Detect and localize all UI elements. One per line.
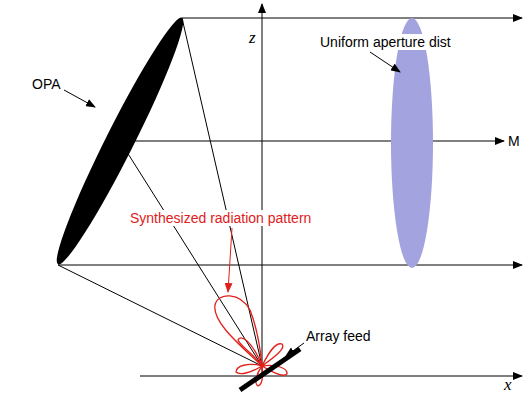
axis-label: z bbox=[247, 30, 258, 46]
pattern-leader bbox=[228, 228, 232, 292]
radiation-pattern bbox=[215, 296, 287, 386]
part-label: M bbox=[508, 133, 520, 149]
part-label: Array feed bbox=[304, 328, 373, 344]
part-label: Uniform aperture dist bbox=[318, 34, 453, 50]
axis-label: x bbox=[504, 377, 512, 393]
opa-leader bbox=[64, 90, 95, 107]
array-feed bbox=[240, 349, 300, 390]
part-label: Synthesized radiation pattern bbox=[128, 210, 313, 226]
z-axis bbox=[262, 4, 263, 376]
part-label: OPA bbox=[30, 76, 63, 92]
opa-reflector bbox=[45, 11, 194, 270]
x-axis bbox=[140, 376, 522, 377]
aperture-leader bbox=[370, 52, 400, 72]
feed-leader bbox=[286, 343, 304, 356]
aperture-distribution bbox=[391, 18, 433, 268]
